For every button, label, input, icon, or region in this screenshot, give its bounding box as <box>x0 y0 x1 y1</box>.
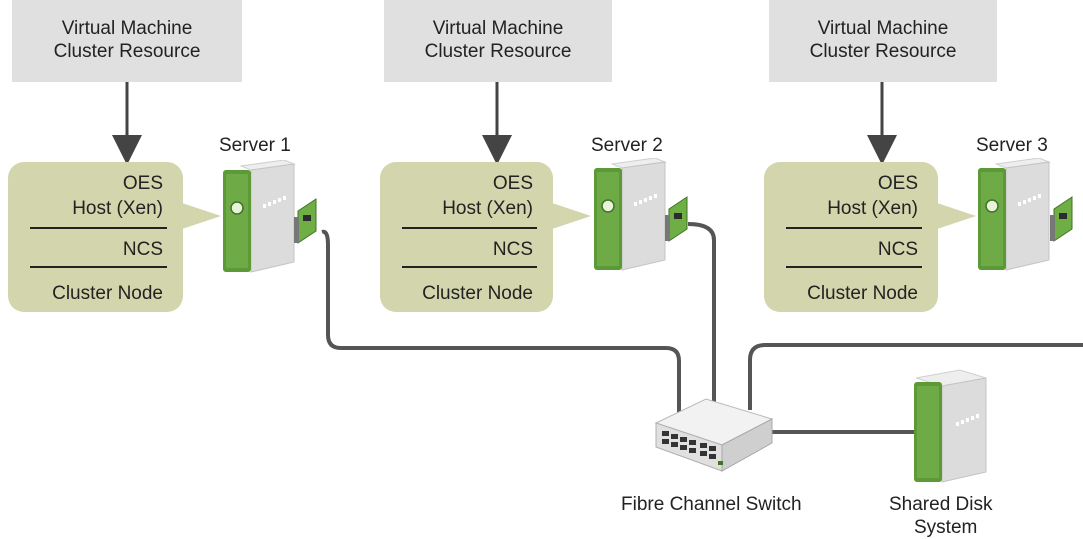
cluster-node-label: Cluster Node <box>422 283 533 304</box>
oes-label: OES <box>877 173 918 194</box>
cable-server-1 <box>321 229 681 415</box>
vm-resource-line2: Cluster Resource <box>809 41 957 62</box>
server-label-3: Server 3 <box>976 135 1048 156</box>
vm-resource-box-2: Virtual Machine Cluster Resource <box>384 0 612 82</box>
node-stack-2: OES Host (Xen) NCS Cluster Node <box>380 162 591 312</box>
stack-pointer <box>934 202 976 230</box>
switch-label: Fibre Channel Switch <box>621 494 802 515</box>
divider <box>402 227 537 229</box>
host-xen-label: Host (Xen) <box>827 198 918 219</box>
cable-server-2 <box>687 222 716 410</box>
host-xen-label: Host (Xen) <box>72 198 163 219</box>
server-label-2: Server 2 <box>591 135 663 156</box>
cluster-node-label: Cluster Node <box>807 283 918 304</box>
vm-resource-line2: Cluster Resource <box>53 41 201 62</box>
shared-disk-label-line2: System <box>914 517 978 538</box>
cable-server-3 <box>748 343 1083 410</box>
vm-resource-line1: Virtual Machine <box>61 18 193 39</box>
fibre-channel-card-icon <box>294 198 317 244</box>
host-xen-label: Host (Xen) <box>442 198 533 219</box>
server-label-1: Server 1 <box>219 135 291 156</box>
stack-pointer <box>549 202 591 230</box>
oes-label: OES <box>492 173 533 194</box>
fibre-channel-card-icon <box>665 196 688 242</box>
ncs-label: NCS <box>877 239 918 260</box>
fibre-channel-card-icon <box>1050 196 1073 242</box>
server-tower-icon <box>978 158 1051 271</box>
vm-resource-box-1: Virtual Machine Cluster Resource <box>12 0 242 82</box>
divider <box>30 227 167 229</box>
vm-resource-line2: Cluster Resource <box>424 41 572 62</box>
shared-disk-label-line1: Shared Disk <box>889 494 993 515</box>
divider <box>402 266 537 268</box>
divider <box>30 266 167 268</box>
ncs-label: NCS <box>492 239 533 260</box>
node-stack-1: OES Host (Xen) NCS Cluster Node <box>8 162 221 312</box>
ncs-label: NCS <box>122 239 163 260</box>
divider <box>786 266 922 268</box>
disk-system-icon <box>914 369 987 483</box>
server-tower-icon <box>223 160 296 273</box>
vm-resource-box-3: Virtual Machine Cluster Resource <box>769 0 997 82</box>
stack-pointer <box>179 202 221 230</box>
oes-label: OES <box>122 173 163 194</box>
vm-resource-line1: Virtual Machine <box>432 18 564 39</box>
node-stack-3: OES Host (Xen) NCS Cluster Node <box>764 162 976 312</box>
vm-resource-line1: Virtual Machine <box>817 18 949 39</box>
server-tower-icon <box>594 158 667 271</box>
divider <box>786 227 922 229</box>
network-switch-icon <box>654 398 774 472</box>
cluster-node-label: Cluster Node <box>52 283 163 304</box>
